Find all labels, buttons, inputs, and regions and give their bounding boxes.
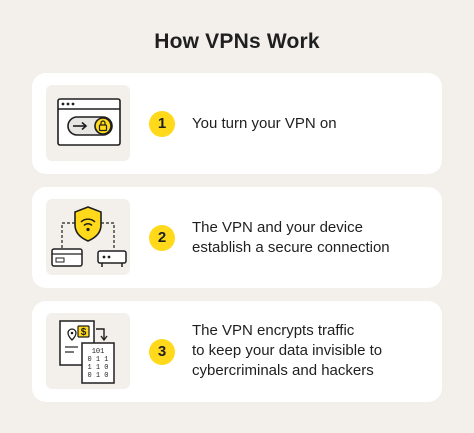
icon-box: $ 101 0 1 1 1 1 0 0 1 0 [46,313,130,389]
binary-row: 0 1 0 [87,372,108,380]
step-number-badge: 3 [149,339,175,365]
binary-row: 1 1 0 [87,364,108,372]
step-text-line: You turn your VPN on [192,115,337,132]
icon-box [46,199,130,275]
step-card-3: $ 101 0 1 1 1 1 0 0 1 0 3 The VPN encryp… [32,301,442,402]
page-title: How VPNs Work [154,30,320,53]
step-description: The VPN encrypts traffic to keep your da… [192,321,432,381]
step-text-line: The VPN encrypts traffic [192,322,355,339]
step-number-badge: 1 [149,111,175,137]
step-text-line: to keep your data invisible to [192,342,383,359]
data-encryption-icon: $ 101 0 1 1 1 1 0 0 1 0 [59,320,115,384]
step-number-badge: 2 [149,225,175,251]
shield-wifi-network-icon [51,206,127,267]
step-description: The VPN and your device establish a secu… [192,218,432,258]
binary-row: 101 [92,348,105,356]
icon-box [46,85,130,161]
step-text-line: cybercriminals and hackers [192,362,374,379]
step-card-2: 2 The VPN and your device establish a se… [32,187,442,288]
step-text-line: The VPN and your device [192,219,363,236]
step-card-1: 1 You turn your VPN on [32,73,442,174]
step-description: You turn your VPN on [192,114,432,134]
dollar-sign-icon: $ [81,327,87,338]
browser-window-vpn-toggle-icon [57,98,121,146]
step-text-line: establish a secure connection [192,239,390,256]
binary-row: 0 1 1 [87,356,108,364]
